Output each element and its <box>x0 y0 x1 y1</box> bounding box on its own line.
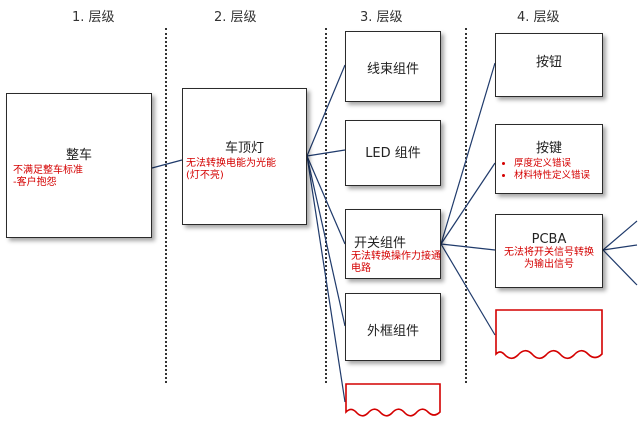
connector-switch-pcba <box>440 243 496 251</box>
key-failure-item: 材料特性定义错误 <box>514 170 602 182</box>
switch-box: 开关组件 无法转换操作力接通 电路 <box>345 209 441 279</box>
harness-label: 线束组件 <box>366 62 419 77</box>
switch-label: 开关组件 <box>354 236 407 251</box>
connector-switch-button <box>440 62 496 245</box>
level-2-title: 2. 层级 <box>214 10 257 25</box>
level-4-title: 4. 层级 <box>517 10 560 25</box>
connector-switch-key <box>440 162 496 245</box>
connector-lamp-frame <box>306 155 346 327</box>
switch-failure-line2: 电路 <box>351 263 371 274</box>
led-label: LED 组件 <box>365 146 421 161</box>
frame-label: 外框组件 <box>366 324 419 339</box>
connector-pcba-out-2 <box>602 244 638 251</box>
led-box: LED 组件 <box>345 120 441 186</box>
pcba-box: PCBA 无法将开关信号转换 为输出信号 <box>495 214 603 288</box>
button-label: 按钮 <box>535 55 562 70</box>
pcba-failure-line1: 无法将开关信号转换 <box>504 247 594 258</box>
level-1-title: 1. 层级 <box>72 10 115 25</box>
roof-lamp-failure-line1: 无法转换电能为光能 <box>186 158 276 169</box>
roof-lamp-failure-line2: (灯不亮) <box>186 170 224 181</box>
vehicle-label: 整车 <box>65 148 92 163</box>
frame-box: 外框组件 <box>345 293 441 361</box>
pcba-label: PCBA <box>531 232 567 247</box>
vehicle-failure-line2: -客户抱怨 <box>13 177 57 188</box>
connector-lamp-switch <box>306 155 346 245</box>
key-label: 按键 <box>535 141 562 156</box>
level4-placeholder-box <box>495 309 603 360</box>
roof-lamp-box: 车顶灯 无法转换电能为光能 (灯不亮) <box>182 88 307 225</box>
connector-lamp-harness <box>306 64 346 157</box>
connector-lamp-led <box>306 149 346 157</box>
key-box: 按键 厚度定义错误 材料特性定义错误 <box>495 124 603 194</box>
roof-lamp-label: 车顶灯 <box>224 141 264 156</box>
switch-failure-line1: 无法转换操作力接通 <box>351 251 441 262</box>
harness-box: 线束组件 <box>345 31 441 102</box>
separator-1-2 <box>165 28 167 383</box>
key-failure-list: 厚度定义错误 材料特性定义错误 <box>496 158 602 182</box>
key-failure-item: 厚度定义错误 <box>514 158 602 170</box>
connector-pcba-out-1 <box>602 220 638 251</box>
button-box: 按钮 <box>495 33 603 97</box>
pcba-failure-line2: 为输出信号 <box>524 259 574 270</box>
connector-switch-placeholder <box>440 243 496 336</box>
connector-pcba-out-3 <box>602 249 638 286</box>
level3-placeholder-box <box>345 383 441 417</box>
separator-2-3 <box>325 28 327 383</box>
vehicle-failure-line1: 不满足整车标准 <box>13 165 83 176</box>
connector-vehicle-lamp <box>151 159 183 169</box>
connector-lamp-placeholder <box>306 155 346 403</box>
level-3-title: 3. 层级 <box>360 10 403 25</box>
vehicle-box: 整车 不满足整车标准 -客户抱怨 <box>6 93 152 238</box>
